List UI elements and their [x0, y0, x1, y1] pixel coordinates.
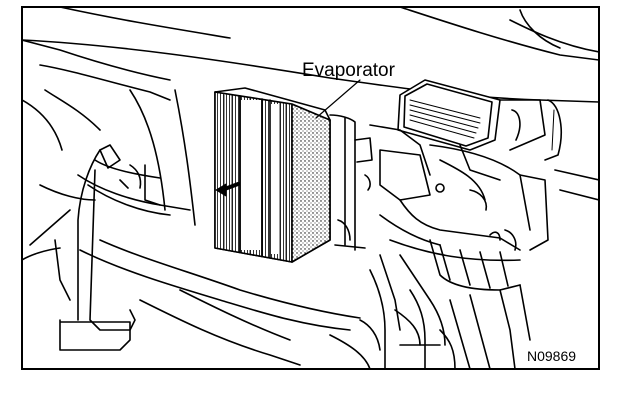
- floor-duct: [329, 269, 531, 369]
- wire-harness: [79, 239, 361, 366]
- figure-code: N09869: [527, 348, 576, 364]
- evaporator-label: Evaporator: [302, 60, 396, 81]
- blower-assembly: [369, 124, 599, 331]
- callout-leader-line: [315, 79, 361, 119]
- evaporator-unit: [214, 87, 331, 263]
- left-duct-assembly: [22, 64, 196, 351]
- center-bracket: [329, 114, 373, 251]
- arrow-left-icon: [215, 182, 240, 197]
